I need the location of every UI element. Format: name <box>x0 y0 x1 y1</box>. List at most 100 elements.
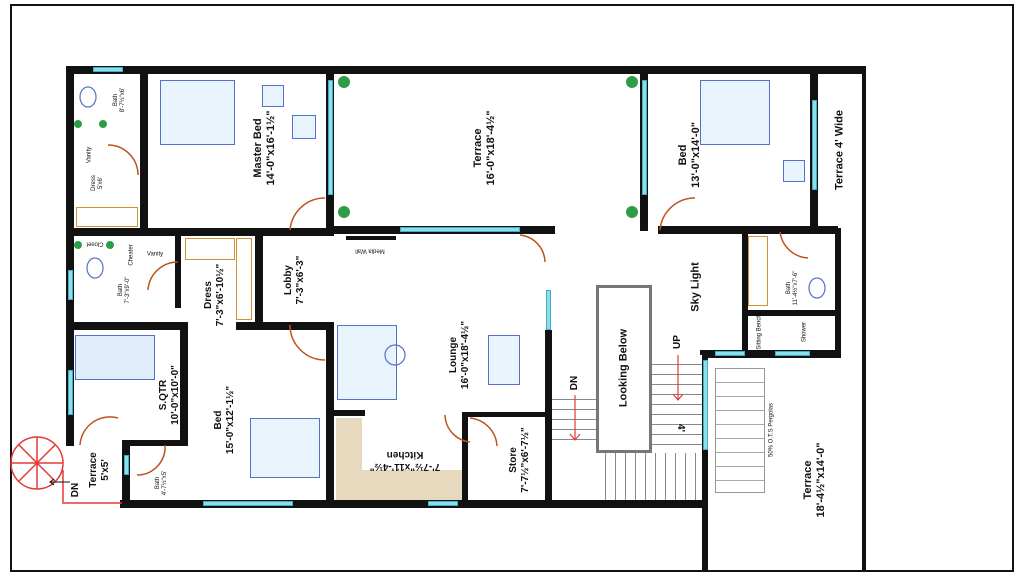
spiral-arrow <box>49 478 70 486</box>
plants <box>74 76 638 249</box>
wall <box>462 412 468 504</box>
window <box>93 67 123 72</box>
wall <box>462 412 548 417</box>
window <box>428 501 458 506</box>
wardrobe <box>236 238 252 320</box>
door-swing <box>779 231 809 259</box>
spiral-dn-label: DN <box>70 482 81 498</box>
room-label-kitchen: 7'-7½"x11'-4½"Kitchen <box>369 449 441 472</box>
window <box>546 290 551 330</box>
site-boundary-left <box>10 4 12 572</box>
wall <box>658 226 838 234</box>
door-swing <box>289 197 326 231</box>
bed-furniture <box>700 80 770 145</box>
wall <box>255 228 263 328</box>
closet-label: Closet <box>86 240 104 247</box>
wall <box>545 330 552 505</box>
wardrobe <box>185 238 235 260</box>
wall <box>140 66 148 231</box>
sqtr-bed-furniture <box>75 335 155 380</box>
vanity-label: Vanity <box>86 146 93 164</box>
door-swing <box>136 444 166 476</box>
window <box>703 360 708 450</box>
wall <box>862 66 866 570</box>
window <box>812 100 817 190</box>
media-wall-label: Media Wall <box>355 247 385 254</box>
window <box>400 227 520 232</box>
wall <box>236 322 326 330</box>
window <box>328 80 333 195</box>
looking-below-void <box>596 285 652 453</box>
vanity-label: Vanity <box>146 251 164 258</box>
door-swing <box>469 417 498 447</box>
wall <box>122 445 130 505</box>
dining-table <box>488 335 520 385</box>
spiral-staircase <box>10 436 122 504</box>
kitchen-floor-open <box>362 418 464 470</box>
stair-arrows <box>569 355 684 441</box>
site-boundary-bottom <box>10 570 1014 572</box>
door-swing <box>519 234 546 263</box>
cheater-label: Cheater <box>128 244 135 266</box>
stair-dn-label: DN <box>569 375 580 391</box>
wall <box>120 500 702 508</box>
wall <box>835 228 841 358</box>
stair-width-label: 4' <box>675 424 686 432</box>
wall <box>66 66 866 74</box>
armchair <box>292 115 316 139</box>
site-boundary-right <box>1012 4 1014 572</box>
site-boundary-top <box>10 4 1014 6</box>
stair-treads-landing <box>596 453 702 500</box>
door-swing <box>659 197 696 231</box>
wall <box>66 322 186 330</box>
room-label-looking-below: Looking Below <box>617 328 630 408</box>
room-label-terrace-wide: Terrace 4' Wide <box>833 110 846 190</box>
bed-furniture <box>250 418 320 478</box>
shower-label: Shower <box>801 321 808 343</box>
wall <box>122 440 188 446</box>
door-swing <box>79 416 119 446</box>
door-swing <box>444 414 471 443</box>
wall <box>66 66 74 446</box>
wardrobe <box>748 236 768 306</box>
wardrobe <box>76 207 138 227</box>
stair-treads-dn <box>552 390 596 445</box>
wall <box>175 228 181 308</box>
pergola <box>715 368 765 493</box>
armchair <box>783 160 805 182</box>
wall <box>702 350 708 570</box>
sofa <box>337 325 397 400</box>
wall <box>330 410 365 416</box>
window <box>642 80 647 195</box>
window <box>68 270 73 300</box>
toilets <box>79 86 826 366</box>
room-label-sky-light: Sky Light <box>689 262 702 312</box>
window <box>715 351 745 356</box>
master-bed-furniture <box>160 80 235 145</box>
window <box>203 501 293 506</box>
window <box>124 455 129 475</box>
wall <box>700 350 840 358</box>
pergolas-label: 50% O.T.S Pergolas <box>768 402 775 458</box>
stair-treads-up <box>652 355 702 450</box>
door-swing <box>107 144 139 176</box>
door-swing <box>147 261 179 291</box>
wall <box>180 322 188 442</box>
